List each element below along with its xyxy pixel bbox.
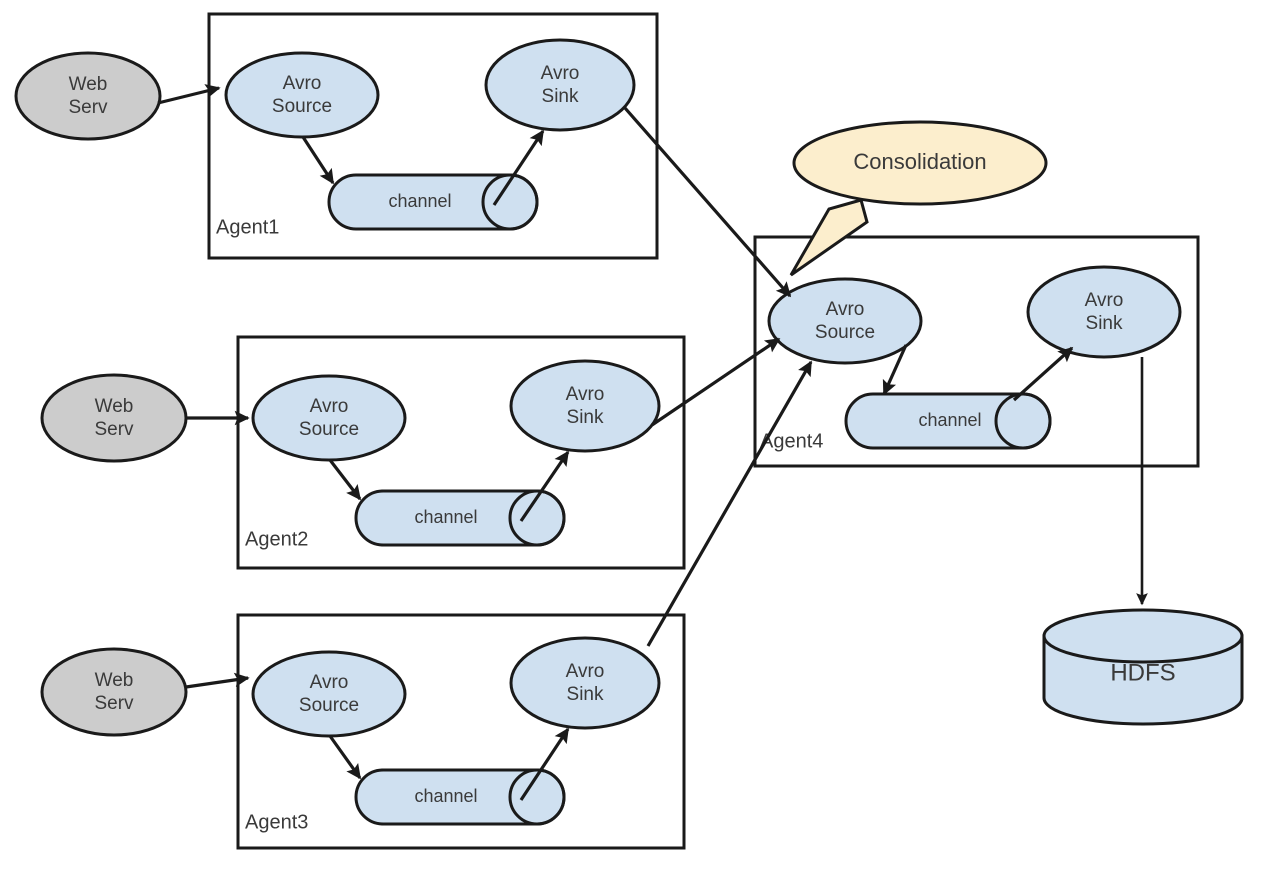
agent1-edge-source-to-channel: [301, 136, 335, 185]
agent3-avro-source-label-2: Source: [299, 695, 359, 716]
webserv2-label-1: Web: [95, 396, 134, 417]
agent3-avro-source-label-1: Avro: [310, 672, 349, 693]
agent2-channel[interactable]: channel: [354, 489, 566, 547]
agent2-label: Agent2: [245, 528, 308, 550]
agent4-avro-source-shape[interactable]: [767, 277, 923, 365]
agent1-avro-sink-label-1: Avro: [541, 63, 580, 84]
consolidation-callout-bubble: [792, 120, 1048, 206]
agent3-channel-label: channel: [414, 786, 477, 806]
agent1-edge-channel-to-sink: [492, 129, 545, 206]
agent2-avro-source[interactable]: Avro Source: [251, 374, 407, 462]
webserv2-label-2: Serv: [94, 419, 134, 440]
agent4-avro-sink[interactable]: Avro Sink: [1026, 265, 1182, 359]
webserv1-shape[interactable]: [14, 51, 162, 141]
agent1-avro-sink[interactable]: Avro Sink: [484, 38, 636, 132]
agent3-avro-sink[interactable]: Avro Sink: [509, 636, 661, 730]
agent1-channel-cap: [481, 173, 539, 231]
hdfs-label: HDFS: [1110, 659, 1175, 686]
consolidation-callout: Consolidation: [789, 120, 1048, 277]
edge-webserv3-to-agent3-source: [185, 672, 250, 689]
webserv1-label-1: Web: [69, 74, 108, 95]
agent3-avro-source-shape[interactable]: [251, 650, 407, 738]
agent1-avro-source-label-1: Avro: [283, 73, 322, 94]
hdfs-cylinder-top: [1042, 608, 1244, 664]
webserv1-label-2: Serv: [68, 97, 108, 118]
agent1-channel-label: channel: [388, 191, 451, 211]
webserv3-label-2: Serv: [94, 693, 134, 714]
agent4-edge-channel-to-sink: [1012, 346, 1074, 402]
edge-agent3-sink-to-agent4-source: [646, 360, 813, 647]
agent2-avro-source-shape[interactable]: [251, 374, 407, 462]
agent4-avro-sink-shape[interactable]: [1026, 265, 1182, 359]
agent2-avro-sink-shape[interactable]: [509, 359, 661, 453]
agent2-edge-channel-to-sink: [519, 450, 570, 522]
edge-agent2-sink-to-agent4-source: [651, 337, 781, 427]
agent3-edge-source-to-channel: [328, 735, 362, 780]
agent1-group: Agent1 Avro Source channel Avro Sink: [207, 12, 659, 260]
agent3-edge-channel-to-sink: [519, 727, 570, 801]
agent4-channel-label: channel: [918, 410, 981, 430]
edge-agent1-sink-to-agent4-source: [623, 106, 792, 298]
agent1-avro-source[interactable]: Avro Source: [224, 51, 380, 139]
agent3-group: Agent3 Avro Source channel Avro Sink: [236, 613, 686, 850]
agent2-avro-source-label-2: Source: [299, 419, 359, 440]
agent2-avro-sink[interactable]: Avro Sink: [509, 359, 661, 453]
agent4-avro-source-label-2: Source: [815, 322, 875, 343]
webserv2-node[interactable]: Web Serv: [40, 373, 188, 463]
agent1-avro-sink-label-2: Sink: [542, 86, 579, 107]
consolidation-callout-label: Consolidation: [853, 149, 986, 174]
agent4-edge-source-to-channel: [882, 344, 908, 396]
agent1-label: Agent1: [216, 216, 279, 238]
agent4-avro-source-label-1: Avro: [826, 299, 865, 320]
agent1-avro-source-label-2: Source: [272, 96, 332, 117]
agent2-channel-label: channel: [414, 507, 477, 527]
edge-webserv1-to-agent1-source: [157, 84, 221, 105]
agent1-channel[interactable]: channel: [327, 173, 539, 231]
agent2-avro-sink-label-2: Sink: [567, 407, 604, 428]
agent1-avro-sink-shape[interactable]: [484, 38, 636, 132]
agent3-label: Agent3: [245, 811, 308, 833]
agent3-avro-source[interactable]: Avro Source: [251, 650, 407, 738]
webserv1-node[interactable]: Web Serv: [14, 51, 162, 141]
webserv3-node[interactable]: Web Serv: [40, 647, 188, 737]
agent4-avro-sink-label-1: Avro: [1085, 290, 1124, 311]
webserv3-shape[interactable]: [40, 647, 188, 737]
agent3-avro-sink-label-1: Avro: [566, 661, 605, 682]
agent4-avro-source[interactable]: Avro Source: [767, 277, 923, 365]
agent4-group: Agent4 Avro Source channel Avro Sink: [753, 235, 1200, 468]
agent2-group: Agent2 Avro Source channel Avro Sink: [236, 335, 686, 570]
agent4-channel[interactable]: channel: [844, 392, 1052, 450]
webserv2-shape[interactable]: [40, 373, 188, 463]
webserv3-label-1: Web: [95, 670, 134, 691]
agent2-channel-cap: [508, 489, 566, 547]
consolidation-callout-tail: [789, 198, 869, 277]
agent4-label: Agent4: [760, 430, 823, 452]
agent2-edge-source-to-channel: [328, 459, 362, 501]
agent3-avro-sink-shape[interactable]: [509, 636, 661, 730]
agent3-channel[interactable]: channel: [354, 768, 566, 826]
agent3-channel-cap: [508, 768, 566, 826]
agent1-avro-source-shape[interactable]: [224, 51, 380, 139]
hdfs-store[interactable]: HDFS: [1042, 608, 1244, 726]
agent2-avro-sink-label-1: Avro: [566, 384, 605, 405]
agent2-avro-source-label-1: Avro: [310, 396, 349, 417]
agent3-avro-sink-label-2: Sink: [567, 684, 604, 705]
agent4-avro-sink-label-2: Sink: [1086, 313, 1123, 334]
